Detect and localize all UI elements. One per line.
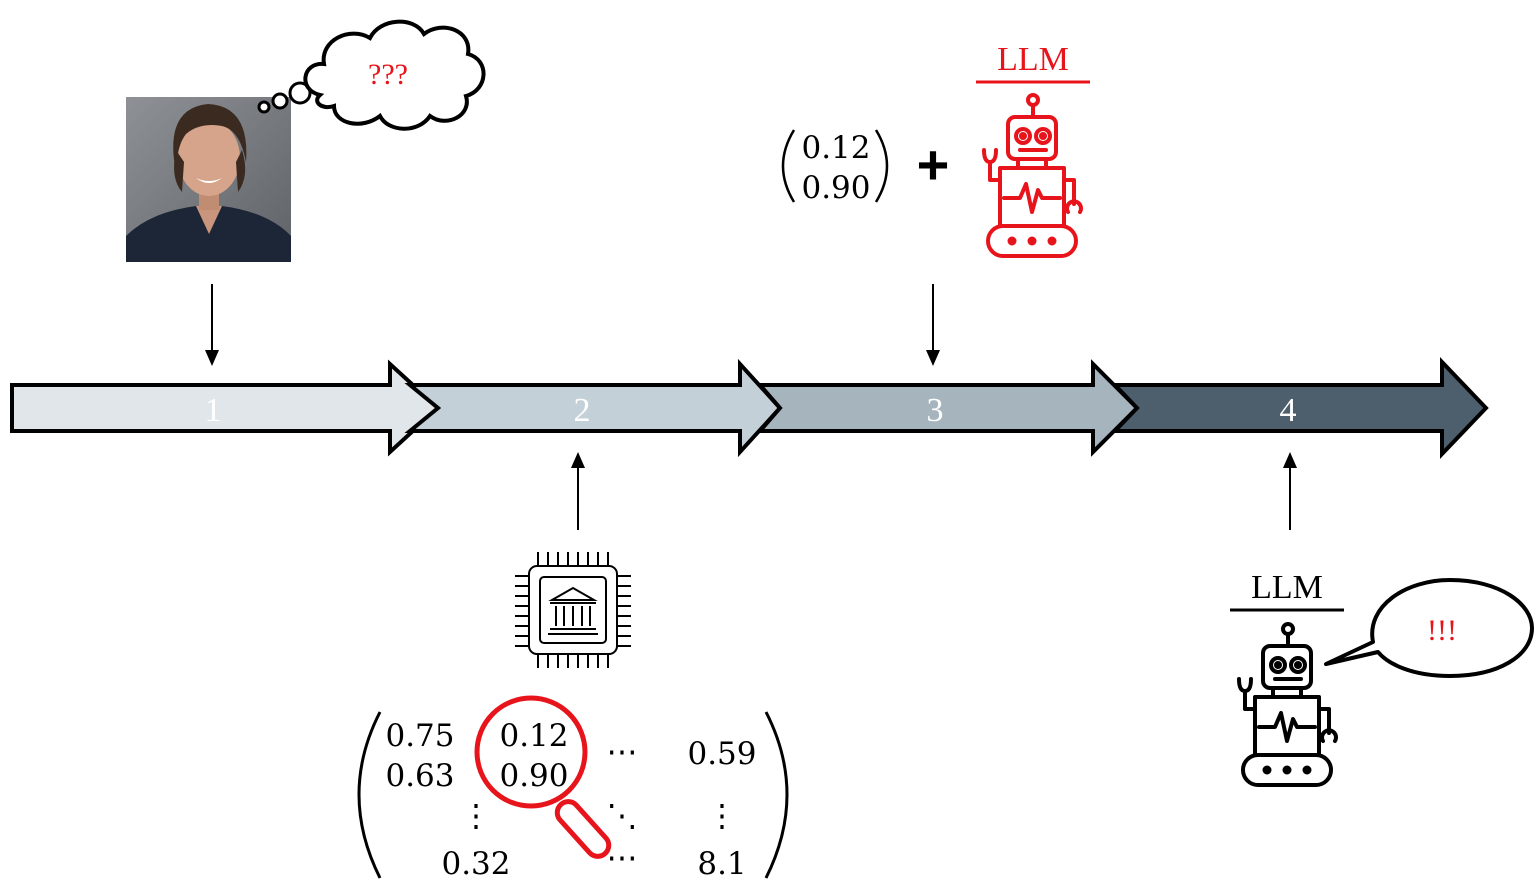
step-2-arrow (404, 358, 783, 458)
matrix-cell: 0.12 (499, 718, 568, 754)
person-photo (126, 97, 291, 262)
plus-sign: + (917, 133, 950, 196)
llm-label-red: LLM (997, 41, 1069, 78)
matrix-cell: ⋮ (461, 798, 492, 834)
step-4-arrow (1110, 357, 1489, 459)
matrix-cell: 0.63 (385, 758, 454, 794)
arrow-into-step-4 (1283, 452, 1297, 530)
robot-icon-black (1237, 622, 1338, 787)
step-1-arrow (10, 359, 441, 457)
speech-text: !!! (1427, 614, 1457, 647)
matrix-cell: 8.1 (697, 846, 746, 882)
embedding-matrix: 0.75 0.12 ⋯ 0.59 0.63 0.90 ⋮ ⋱ ⋮ 0.32 ⋯ … (357, 695, 789, 882)
speech-bubble: !!! (1324, 578, 1534, 678)
llm-label-black: LLM (1251, 569, 1323, 606)
connector-arrows (205, 284, 1297, 530)
embedding-vector: 0.12 0.90 (781, 129, 889, 206)
step-3-label: 3 (927, 392, 944, 429)
step-4-label: 4 (1280, 392, 1297, 429)
arrow-into-step-1 (205, 284, 219, 366)
arrow-into-step-2 (571, 452, 585, 530)
matrix-right-paren (764, 711, 789, 879)
step-3-arrow (755, 359, 1140, 457)
magnifier-icon (474, 695, 612, 859)
vector-bottom: 0.90 (801, 170, 870, 206)
matrix-cell: 0.90 (499, 758, 568, 794)
thought-bubble: ??? (257, 19, 486, 131)
vector-right-paren (874, 129, 889, 203)
arrow-into-step-3 (926, 284, 940, 366)
matrix-cell: 0.32 (441, 846, 510, 882)
step-1-label: 1 (205, 392, 222, 429)
robot-icon-red (982, 93, 1083, 258)
matrix-left-paren (357, 711, 382, 879)
matrix-cell: ⋮ (707, 798, 738, 834)
matrix-cell: ⋱ (607, 798, 638, 834)
pipeline-arrows: 1 2 3 4 (10, 357, 1489, 459)
thought-text: ??? (368, 58, 408, 91)
matrix-cell: 0.59 (687, 736, 756, 772)
matrix-cell: 0.75 (385, 718, 454, 754)
chip-bank-icon (515, 552, 631, 668)
matrix-cell: ⋯ (607, 734, 638, 770)
vector-top: 0.12 (801, 130, 870, 166)
step-2-label: 2 (574, 392, 591, 429)
vector-left-paren (781, 129, 796, 203)
matrix-cell: ⋯ (607, 840, 638, 876)
